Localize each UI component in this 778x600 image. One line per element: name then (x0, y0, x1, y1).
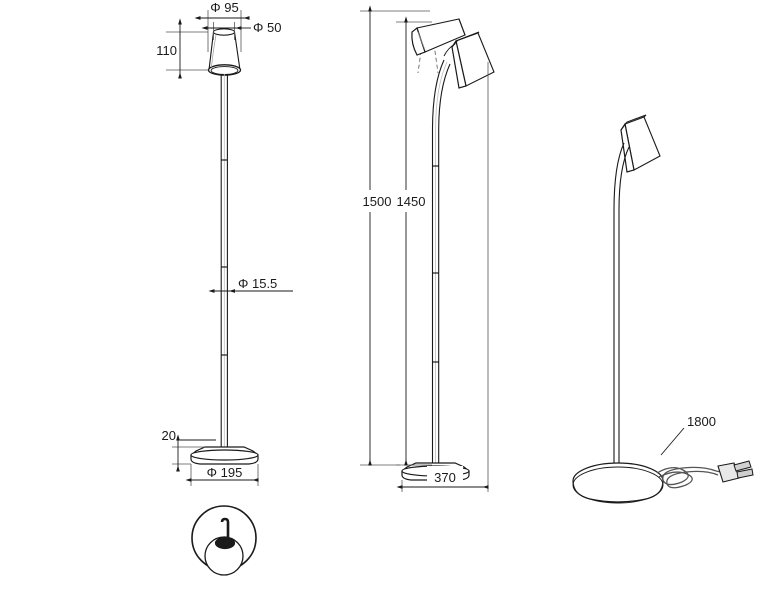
dimension-pole-height: 1450 (392, 16, 432, 466)
perspective-power-cord (656, 460, 754, 489)
side-pole (431, 59, 451, 463)
label-overall-height: 1500 (363, 194, 392, 209)
front-elevation-view: Φ 95 Φ 50 110 Φ 15.5 (156, 0, 293, 486)
dimension-shade-outer-diameter: Φ 95 (194, 0, 250, 52)
perspective-view: 1800 (572, 114, 754, 504)
label-shade-outer-diameter: Φ 95 (210, 0, 238, 15)
label-pole-height: 1450 (397, 194, 426, 209)
dimension-base-diameter: Φ 195 (185, 464, 259, 486)
dimension-shade-height: 110 (156, 18, 208, 79)
front-base (190, 446, 259, 465)
label-footprint-depth: 370 (434, 470, 456, 485)
side-lamp-shade-angled (451, 31, 495, 89)
dimension-cord-length: 1800 (660, 414, 716, 456)
side-swivel-joint (443, 43, 456, 57)
dimension-base-thickness: 20 (162, 428, 216, 472)
label-shade-height: 110 (156, 43, 177, 58)
dimension-shade-top-diameter: Φ 50 (201, 20, 281, 40)
front-pole (220, 74, 228, 447)
side-elevation-view: 1500 1450 370 (358, 5, 495, 492)
label-base-diameter: Φ 195 (207, 465, 243, 480)
label-shade-top-diameter: Φ 50 (253, 20, 281, 35)
side-lamp-shade-horizontal (411, 18, 466, 56)
perspective-pole (613, 142, 630, 477)
perspective-base (572, 462, 664, 504)
dimension-overall-height: 1500 (358, 5, 430, 466)
label-pole-diameter: Φ 15.5 (238, 276, 277, 291)
perspective-lamp-shade (620, 114, 661, 173)
dimension-pole-diameter: Φ 15.5 (208, 276, 293, 293)
top-plan-view (191, 505, 257, 576)
label-cord-length: 1800 (687, 414, 716, 429)
dimension-footprint-depth: 370 (396, 62, 489, 492)
label-base-thickness: 20 (162, 428, 176, 443)
